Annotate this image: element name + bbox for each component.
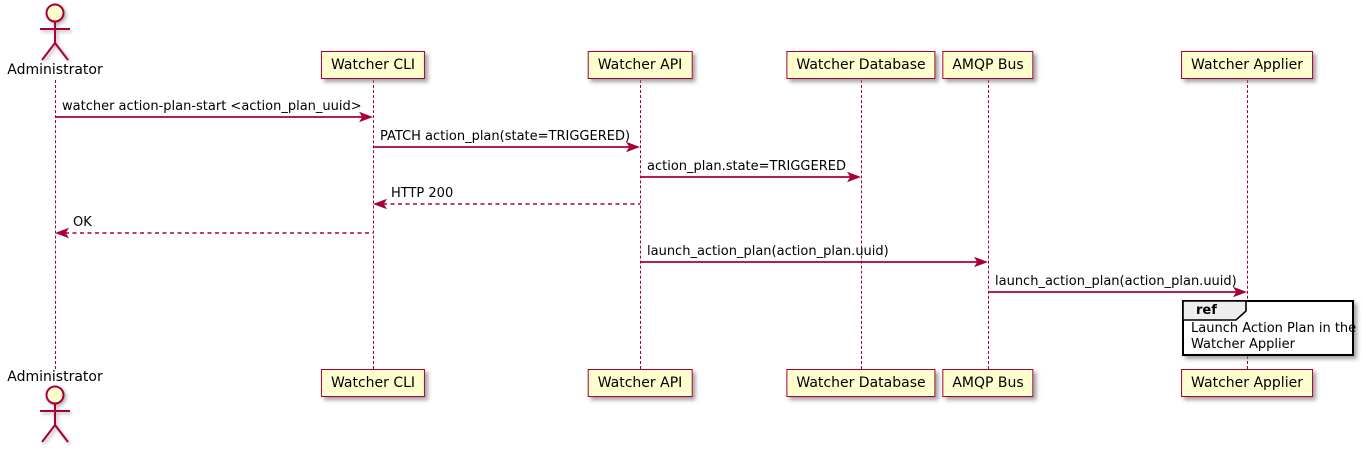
participant-bottom-watcher-applier: Watcher Applier [1181,369,1313,397]
lifeline-amqp-bus [987,80,989,369]
ref-tag-pentagon-icon [1182,300,1247,321]
actor-stick-figure-icon [40,385,70,443]
message-label-6: launch_action_plan(action_plan.uuid) [647,244,889,259]
participant-top-watcher-api: Watcher API [587,51,693,79]
message-label-1: watcher action-plan-start <action_plan_u… [62,99,362,114]
ref-text-line1: Launch Action Plan in the [1191,321,1357,336]
message-arrow-4 [373,198,640,210]
lifeline-watcher-api [639,80,641,369]
actor-figure-bottom-administrator [33,385,77,451]
participant-bottom-watcher-api: Watcher API [587,369,693,397]
message-arrow-3 [640,171,861,183]
actor-figure-top-administrator [33,3,77,69]
message-label-3: action_plan.state=TRIGGERED [647,159,846,174]
participant-top-watcher-cli: Watcher CLI [320,51,426,79]
participant-bottom-amqp-bus: AMQP Bus [942,369,1034,397]
actor-stick-figure-icon [40,3,70,61]
lifeline-watcher-database [860,80,862,369]
ref-text-line2: Watcher Applier [1191,337,1295,352]
lifeline-watcher-cli [372,80,374,369]
ref-text: Launch Action Plan in the Watcher Applie… [1191,321,1356,353]
message-arrow-7 [988,286,1247,298]
message-arrow-2 [373,141,640,153]
ref-fragment: ref Launch Action Plan in the Watcher Ap… [1182,300,1356,356]
participant-top-amqp-bus: AMQP Bus [942,51,1034,79]
participant-top-watcher-database: Watcher Database [786,51,936,79]
ref-keyword: ref [1196,303,1217,318]
lifeline-administrator [54,80,56,369]
actor-name-bottom-administrator: Administrator [7,369,103,385]
participant-bottom-watcher-cli: Watcher CLI [320,369,426,397]
message-label-7: launch_action_plan(action_plan.uuid) [995,274,1237,289]
actor-name-top-administrator: Administrator [7,62,103,78]
message-label-2: PATCH action_plan(state=TRIGGERED) [380,129,631,144]
message-label-5: OK [73,215,92,230]
message-arrow-6 [640,256,988,268]
participant-top-watcher-applier: Watcher Applier [1181,51,1313,79]
message-arrow-5 [55,227,373,239]
message-label-4: HTTP 200 [391,186,454,201]
participant-bottom-watcher-database: Watcher Database [786,369,936,397]
lifeline-watcher-applier [1246,80,1248,369]
message-arrow-1 [55,111,373,123]
